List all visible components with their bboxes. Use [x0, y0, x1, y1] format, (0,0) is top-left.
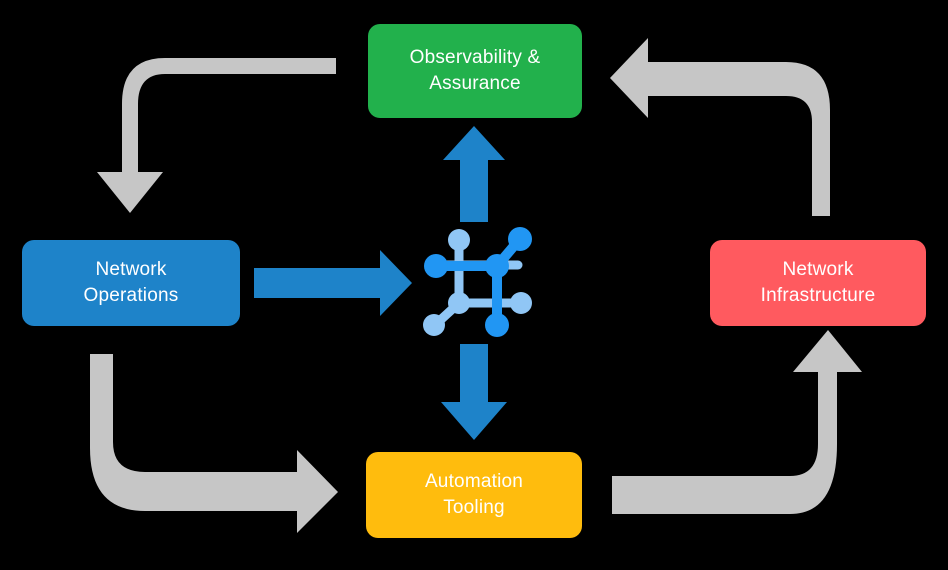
- node-box-observability[interactable]: Observability & Assurance: [368, 24, 582, 118]
- node-label-operations: Network Operations: [83, 259, 179, 306]
- node-label-automation: Automation Tooling: [424, 471, 524, 518]
- primary-arrow-center-to-observability: [443, 126, 505, 222]
- node-label-infrastructure: Network Infrastructure: [760, 259, 876, 306]
- node-box-operations[interactable]: Network Operations: [22, 240, 240, 326]
- flow-arrow-operations-to-automation: [90, 354, 338, 533]
- topology-node-mid-left: [448, 292, 470, 314]
- topology-node-top-left: [448, 229, 470, 251]
- flow-arrow-infrastructure-to-observability: [610, 38, 830, 216]
- primary-arrow-center-to-automation: [441, 344, 507, 440]
- topology-node-top-right: [508, 227, 532, 251]
- topology-node-right-mid: [510, 292, 532, 314]
- flow-arrow-observability-to-operations: [97, 58, 336, 213]
- topology-node-bottom-right: [485, 313, 509, 337]
- topology-node-bottom-left: [423, 314, 445, 336]
- flow-arrow-automation-to-infrastructure: [612, 330, 862, 514]
- primary-arrow-operations-to-center: [254, 250, 412, 316]
- node-box-automation[interactable]: Automation Tooling: [366, 452, 582, 538]
- node-box-infrastructure[interactable]: Network Infrastructure: [710, 240, 926, 326]
- topology-node-center-hub: [485, 254, 509, 278]
- topology-node-left-hub: [424, 254, 448, 278]
- node-label-observability: Observability & Assurance: [409, 47, 541, 94]
